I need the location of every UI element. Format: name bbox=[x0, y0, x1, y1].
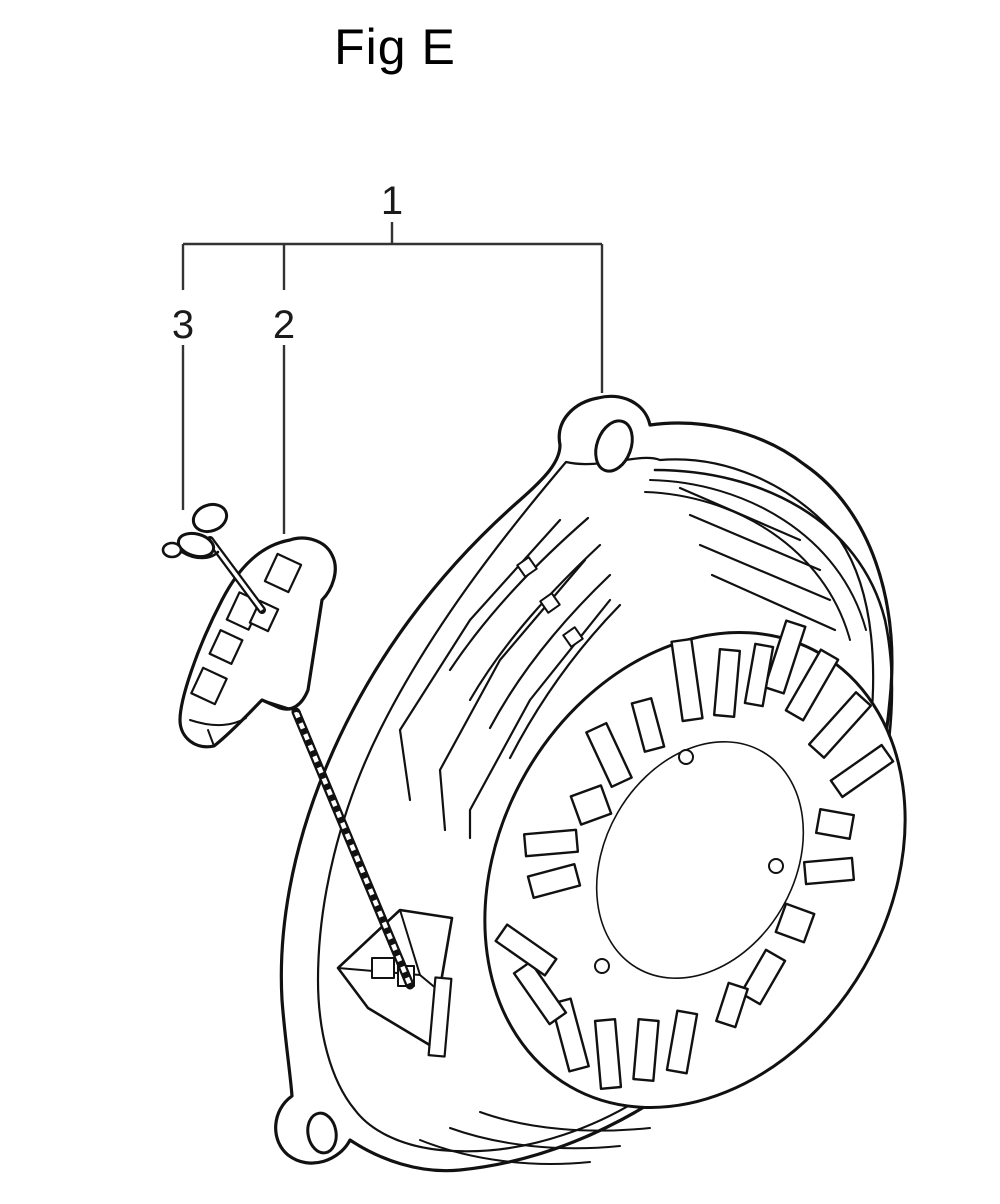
rope-knot bbox=[161, 502, 266, 614]
starter-rope bbox=[291, 707, 415, 990]
callout-label-3: 3 bbox=[172, 303, 194, 347]
callout-label-2: 2 bbox=[273, 303, 295, 347]
starter-handle bbox=[178, 536, 337, 749]
housing-ribs bbox=[398, 486, 837, 840]
callout-label-1: 1 bbox=[381, 179, 403, 223]
face-slots bbox=[494, 619, 895, 1090]
figure-title: Fig E bbox=[334, 19, 456, 75]
callout-bracket bbox=[181, 222, 604, 534]
recoil-starter-housing bbox=[274, 394, 907, 1173]
